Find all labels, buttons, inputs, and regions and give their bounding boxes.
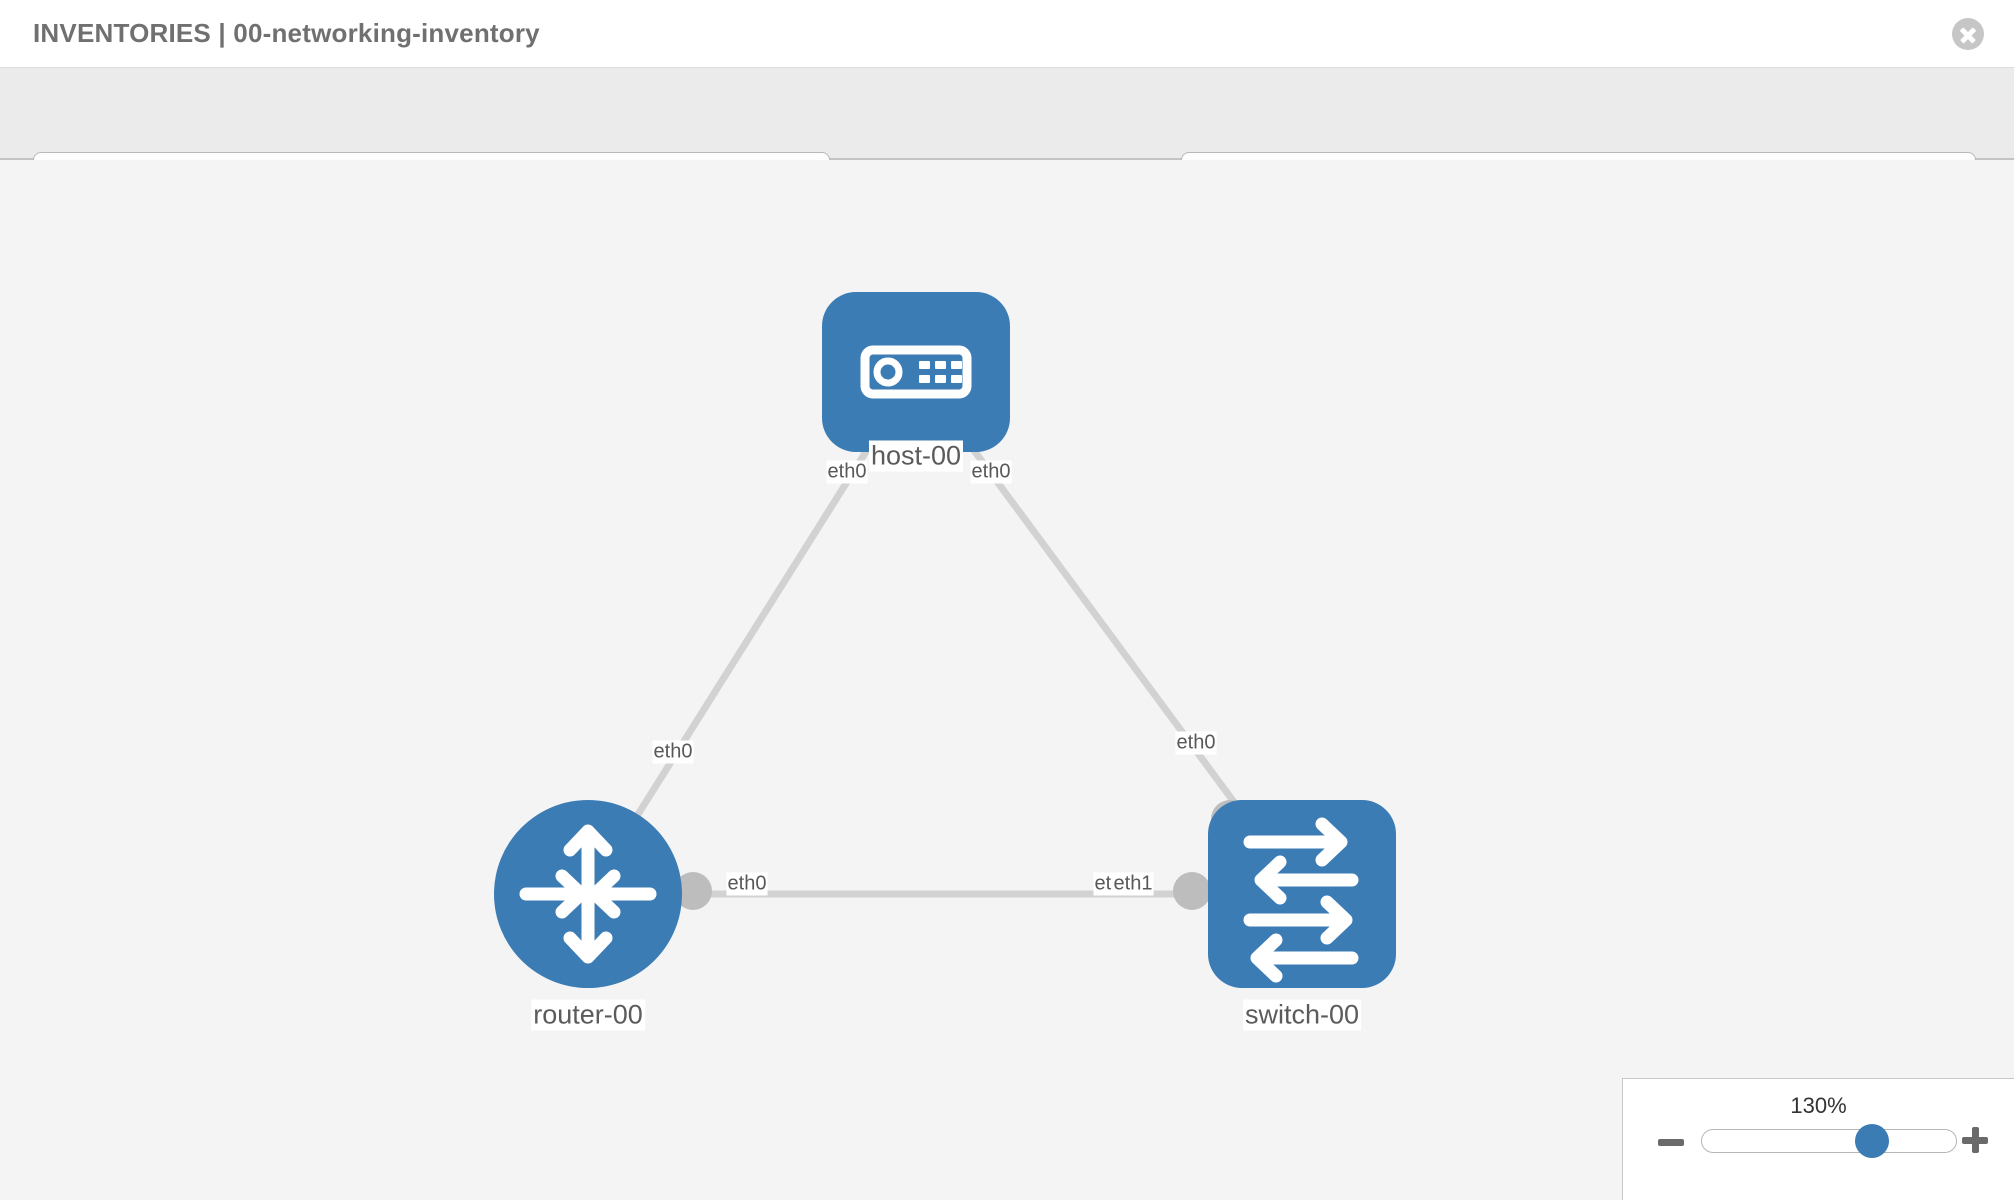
node-label-router-00[interactable]: router-00 [531,999,645,1031]
port-nub [674,872,712,910]
port-label-switch-eth1: eth1 [1112,872,1154,896]
port-label-switch-eth0-up: eth0 [1175,731,1217,755]
page-title: INVENTORIES | 00-networking-inventory [33,18,540,48]
port-label-router-eth0-right: eth0 [726,872,768,896]
zoom-slider[interactable] [1701,1124,1957,1158]
minus-icon[interactable] [1658,1139,1684,1146]
zoom-control-panel: 130% [1622,1078,2014,1200]
toolbar: ACTIONS SEARCH [0,68,2014,212]
zoom-slider-thumb[interactable] [1855,1124,1890,1158]
plus-icon[interactable] [1962,1127,1988,1153]
port-label-host-eth0-left: eth0 [826,460,868,484]
node-label-switch-00[interactable]: switch-00 [1242,999,1362,1031]
port-label-router-eth0-up: eth0 [652,740,694,764]
topology-canvas[interactable]: host-00 router-00 switch-00 eth0 eth0 et… [0,160,2014,1200]
node-label-host-00[interactable]: host-00 [868,440,964,472]
port-nub [1173,872,1211,910]
close-icon[interactable] [1952,18,1984,50]
link-router-host [585,370,919,896]
zoom-level-value: 130% [1790,1093,1847,1118]
window-header: INVENTORIES | 00-networking-inventory [0,0,2014,68]
node-host-00 [822,292,1010,452]
switch-arrows-icon [1243,817,1359,983]
topology-graph [494,292,1396,988]
port-layer [674,409,1249,910]
port-label-host-eth0-right: eth0 [970,460,1012,484]
node-switch-00 [1208,800,1396,988]
server-icon [860,345,972,399]
node-router-00 [494,800,682,988]
router-arrows-icon [519,824,657,964]
